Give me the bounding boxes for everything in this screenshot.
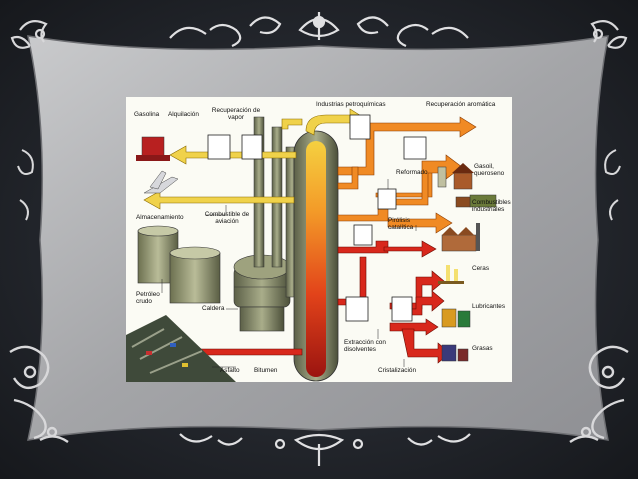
label-asfalto: Asfalto xyxy=(220,367,240,374)
label-reformado: Reformado xyxy=(396,169,428,176)
factory xyxy=(442,223,480,251)
airplane xyxy=(144,171,178,193)
refinery-diagram: Gasolina Alquilación Recuperación de vap… xyxy=(126,97,512,382)
grease-tins xyxy=(442,345,468,361)
label-lubricantes: Lubricantes xyxy=(472,303,505,310)
distillation-tower xyxy=(294,131,338,381)
candles xyxy=(438,265,464,284)
oil-cans xyxy=(442,309,470,327)
side-ornament-right xyxy=(605,150,620,220)
refinery-artwork xyxy=(126,97,512,382)
label-combustibles-industriales: Combustibles industriales xyxy=(472,199,512,213)
label-gasoil-queroseno: Gasoil, queroseno xyxy=(474,163,512,177)
label-almacenamiento: Almacenamiento xyxy=(136,214,184,221)
bottom-center-ornament xyxy=(180,434,470,466)
label-alquilacion: Alquilación xyxy=(168,111,199,118)
label-industrias-petroquimicas: Industrias petroquímicas xyxy=(316,101,386,108)
gas-pump xyxy=(136,137,170,161)
top-center-ornament xyxy=(170,12,468,46)
label-combustible-aviacion: Combustible de aviación xyxy=(198,211,256,225)
label-gasolina: Gasolina xyxy=(134,111,159,118)
side-ornament-left xyxy=(18,150,33,220)
label-pirolisis-catalitica: Pirólisis catalítica xyxy=(388,217,424,231)
label-petroleo-crudo: Petróleo crudo xyxy=(136,291,166,305)
label-cristalizacion: Cristalización xyxy=(378,367,416,374)
label-recuperacion-aromatica: Recuperación aromática xyxy=(426,101,495,108)
label-ceras: Ceras xyxy=(472,265,489,272)
label-recuperacion-vapor: Recuperación de vapor xyxy=(210,107,262,121)
label-bitumen: Bitumen xyxy=(254,367,277,374)
label-caldera: Caldera xyxy=(202,305,224,312)
label-extraccion-disolventes: Extracción con disolventes xyxy=(344,339,390,353)
label-grasas: Grasas xyxy=(472,345,493,352)
